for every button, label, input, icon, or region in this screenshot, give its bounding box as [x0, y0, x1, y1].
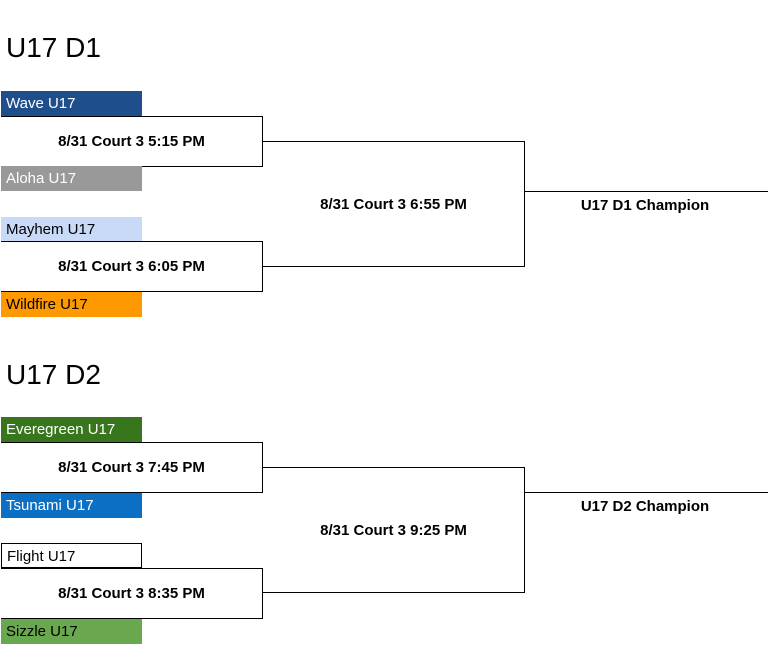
- game-box[interactable]: 8/31 Court 3 6:05 PM: [1, 241, 263, 292]
- bracket-title: U17 D1: [6, 32, 101, 63]
- team-slot[interactable]: Flight U17: [1, 543, 142, 568]
- team-slot[interactable]: Sizzle U17: [1, 619, 142, 644]
- champion-line: [525, 191, 768, 192]
- team-slot[interactable]: Aloha U17: [1, 166, 142, 191]
- final-game-box[interactable]: 8/31 Court 3 9:25 PM: [263, 467, 525, 593]
- game-box[interactable]: 8/31 Court 3 8:35 PM: [1, 568, 263, 619]
- team-slot[interactable]: Mayhem U17: [1, 217, 142, 242]
- champion-label: U17 D2 Champion: [580, 498, 710, 515]
- champion-line: [525, 492, 768, 493]
- team-slot[interactable]: Tsunami U17: [1, 493, 142, 518]
- team-slot[interactable]: Everegreen U17: [1, 417, 142, 442]
- bracket-title: U17 D2: [6, 359, 101, 390]
- team-slot[interactable]: Wave U17: [1, 91, 142, 116]
- champion-label: U17 D1 Champion: [580, 197, 710, 214]
- game-box[interactable]: 8/31 Court 3 5:15 PM: [1, 116, 263, 167]
- final-game-box[interactable]: 8/31 Court 3 6:55 PM: [263, 141, 525, 267]
- team-slot[interactable]: Wildfire U17: [1, 292, 142, 317]
- game-box[interactable]: 8/31 Court 3 7:45 PM: [1, 442, 263, 493]
